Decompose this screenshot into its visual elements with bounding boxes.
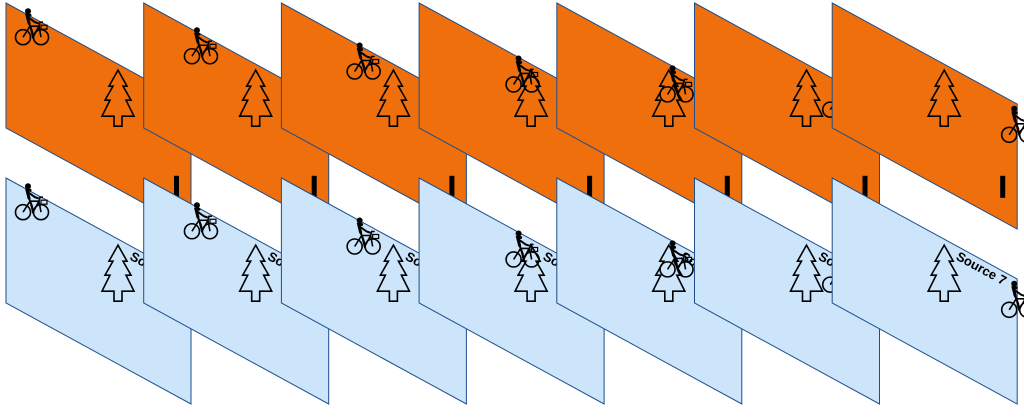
slit-bar-icon [449,175,455,198]
slit-bar-icon [174,175,179,198]
panel-face [831,2,1018,230]
panel-face [831,177,1018,405]
panel-face [5,177,192,405]
slit-bar-icon [587,175,593,198]
panel-face [418,177,605,405]
panel-face [556,177,743,405]
panel-face [280,177,467,405]
slit-bar-icon [724,175,730,198]
panel-face [143,177,330,405]
panel-face [694,177,880,405]
slit-bar-icon [1000,175,1006,198]
slit-bar-icon [311,175,317,198]
slit-bar-icon [862,175,868,198]
top-panel-7 [831,2,1024,230]
